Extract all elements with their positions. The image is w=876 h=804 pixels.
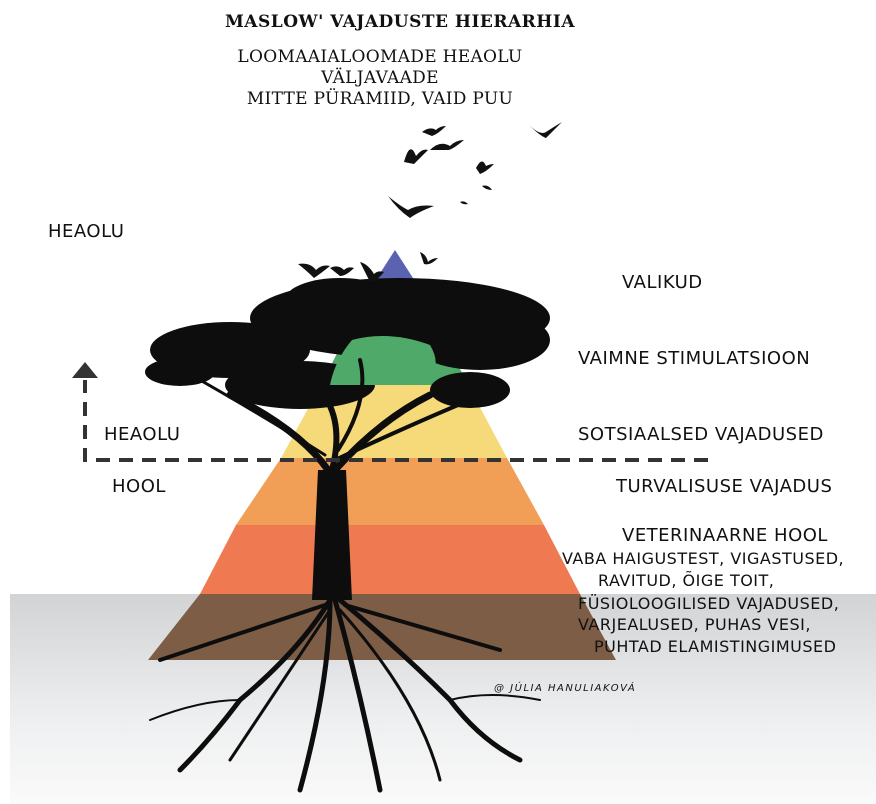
bird-icon [330, 266, 354, 276]
bird-icon [476, 161, 494, 174]
bird-icon [528, 122, 562, 138]
level-label-choices: VALIKUD [622, 272, 703, 293]
detail-vet-line-2: RAVITUD, ÕIGE TOIT, [598, 570, 774, 591]
detail-phys-line-2: VARJEALUSED, PUHAS VESI, [578, 614, 811, 635]
bird-icon [460, 201, 468, 204]
bird-icon [430, 140, 464, 150]
left-label-welfare: HEAOLU [104, 424, 180, 445]
subtitle-line-2: VÄLJAVAADE [0, 68, 760, 89]
pyramid-level-physiological-needs [148, 594, 616, 660]
left-label-care: HOOL [112, 476, 166, 497]
level-label-safety-needs: TURVALISUSE VAJADUS [616, 476, 832, 497]
bird-icon [482, 186, 492, 191]
bird-icon [422, 126, 446, 136]
bird-icon [298, 264, 330, 278]
level-label-veterinary-care: VETERINAARNE HOOL [622, 525, 828, 546]
left-label-welfare-top: HEAOLU [48, 221, 124, 242]
up-arrow-icon [72, 362, 98, 378]
level-label-social-needs: SOTSIAALSED VAJADUSED [578, 424, 824, 445]
diagram-title: MASLOW' VAJADUSTE HIERARHIA [0, 12, 800, 32]
artist-signature: @ JÚLIA HANULIAKOVÁ [494, 683, 636, 694]
birds [298, 122, 562, 282]
tree-canopy [145, 278, 550, 409]
bird-icon [404, 149, 428, 164]
level-label-mental-stimulation: VAIMNE STIMULATSIOON [578, 348, 810, 369]
bird-icon [420, 252, 438, 264]
subtitle-line-3: MITTE PÜRAMIID, VAID PUU [0, 89, 760, 110]
detail-vet-line-1: VABA HAIGUSTEST, VIGASTUSED, [562, 548, 844, 569]
detail-phys-line-1: FÜSIOLOOGILISED VAJADUSED, [578, 593, 839, 614]
subtitle-line-1: LOOMAAIALOOMADE HEAOLU [0, 47, 760, 68]
tree-trunk [312, 470, 352, 600]
bird-icon [388, 196, 434, 218]
pyramid-level-safety-needs [236, 458, 544, 525]
pyramid-level-veterinary-care [200, 525, 580, 594]
detail-phys-line-3: PUHTAD ELAMISTINGIMUSED [594, 636, 836, 657]
